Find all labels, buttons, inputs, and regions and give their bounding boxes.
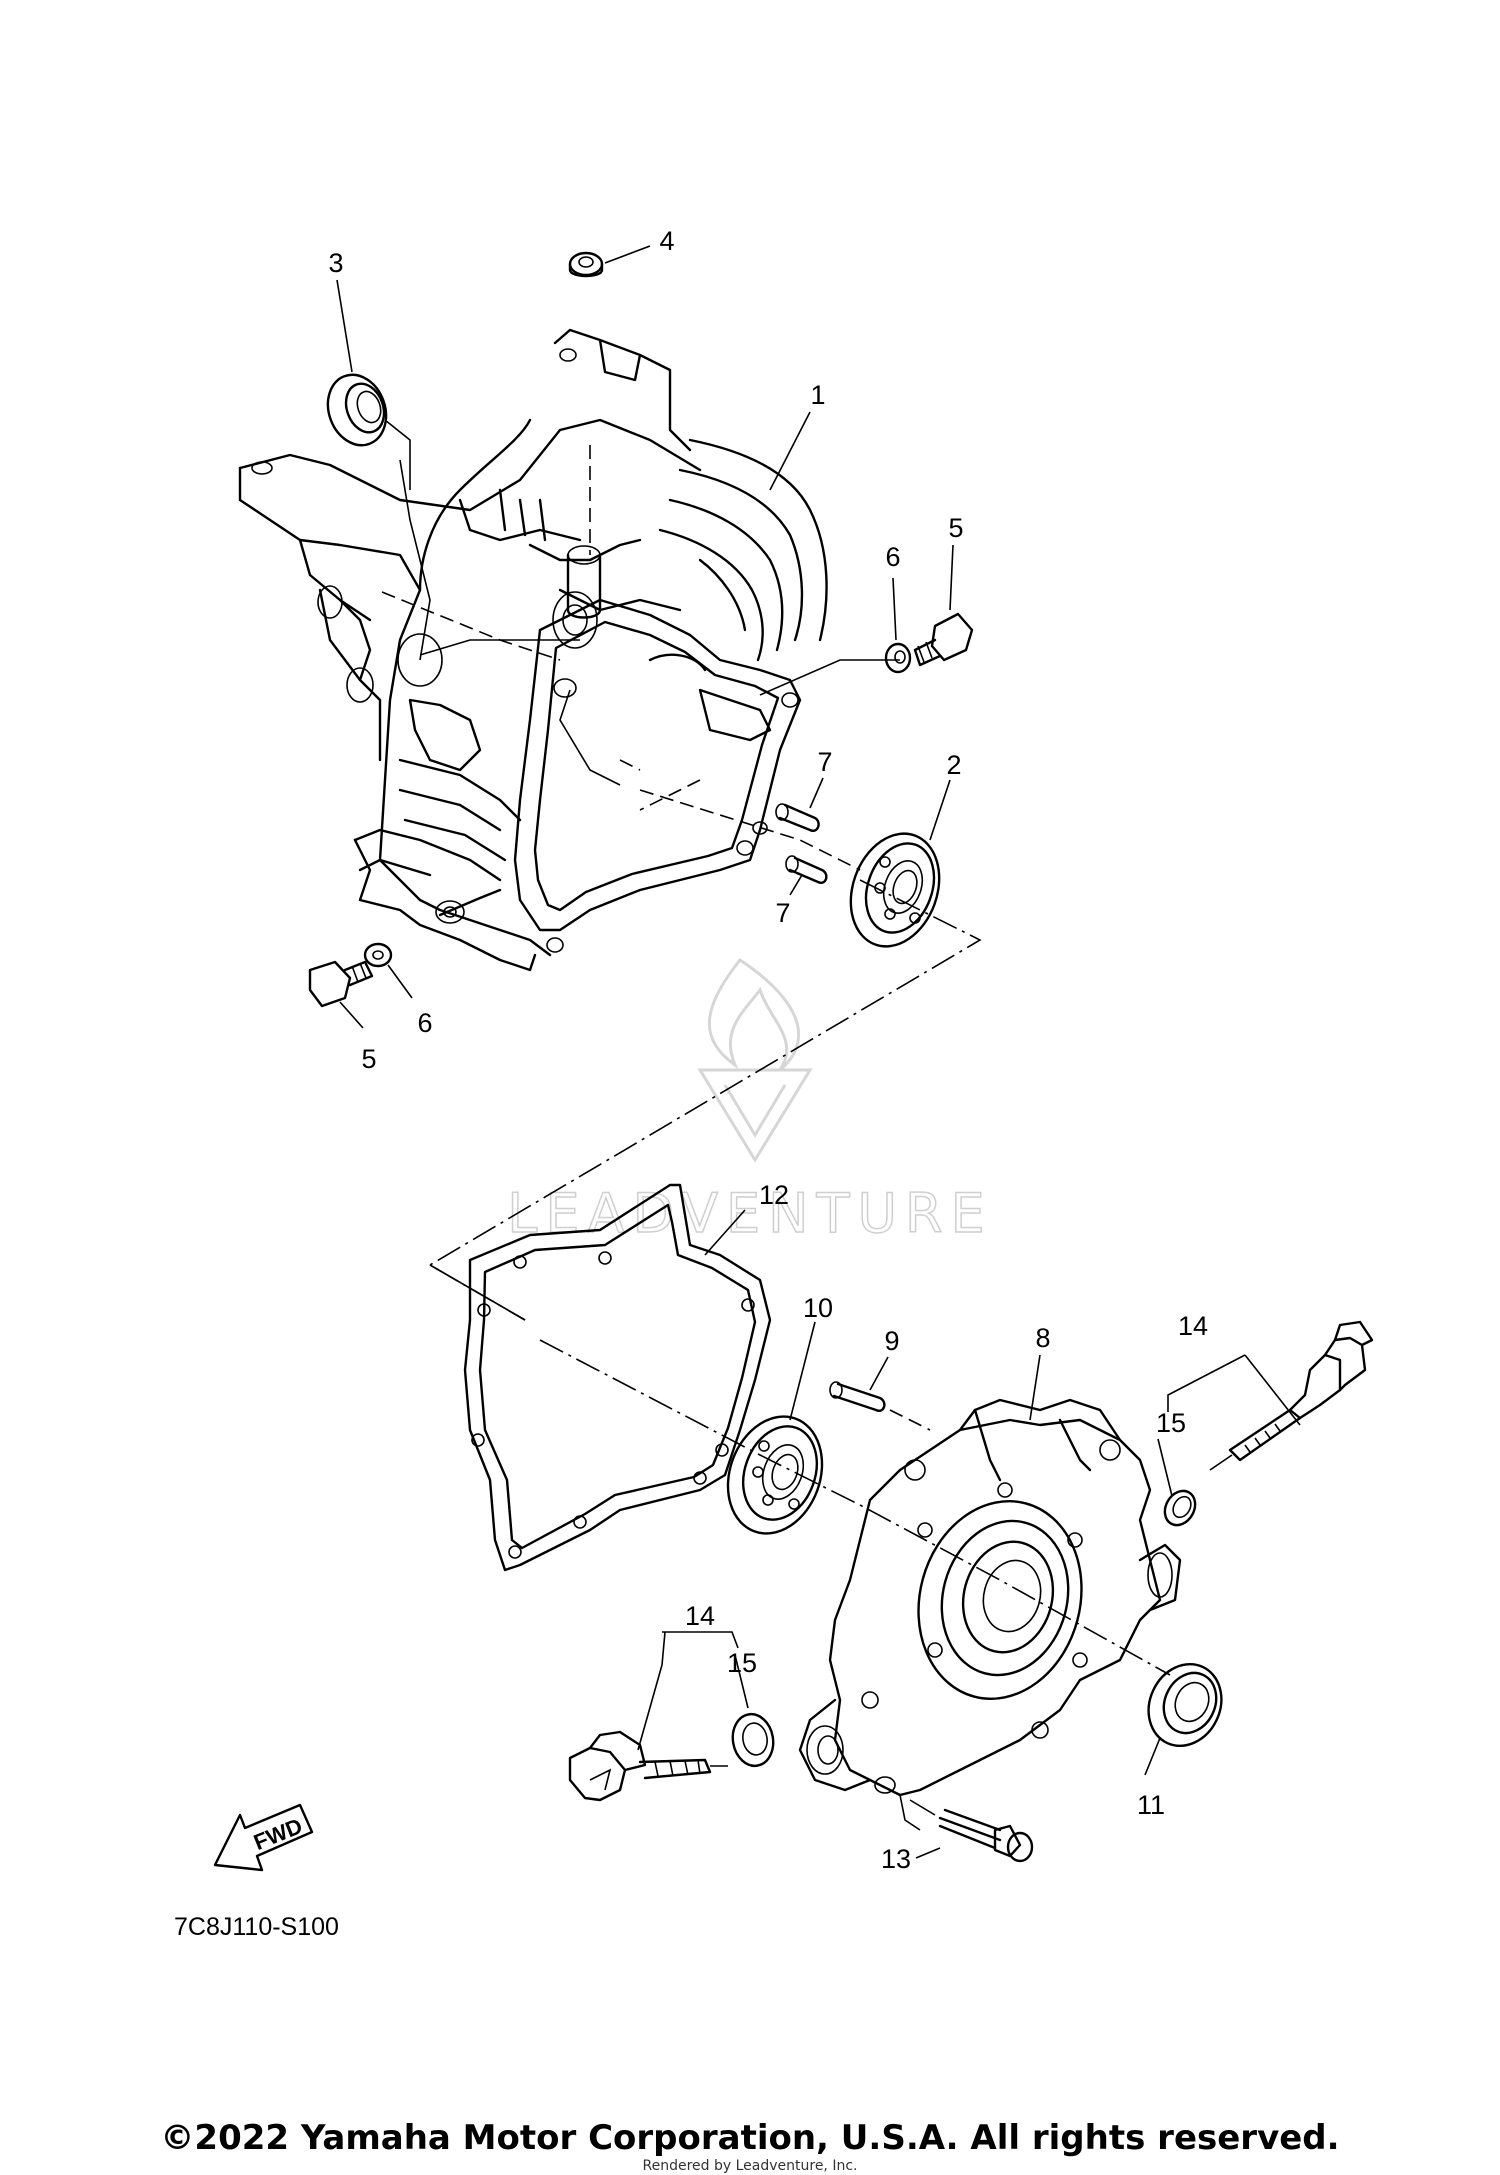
callout-1: 1 <box>810 380 825 410</box>
alignment-line-lower <box>539 1339 1171 1676</box>
callout-8: 8 <box>1035 1323 1050 1353</box>
washer-part-6-right <box>884 642 912 674</box>
callout-3: 3 <box>328 248 343 278</box>
watermark-text: LEADVENTURE <box>507 1182 992 1245</box>
dowel-pin-part-7-upper <box>775 803 820 832</box>
bolt-part-5-left <box>308 960 374 1008</box>
callout-7-lower: 7 <box>775 898 790 928</box>
crankcase-cover-part-8 <box>798 1398 1182 1831</box>
callout-7-upper: 7 <box>817 747 832 777</box>
callout-6-right: 6 <box>885 542 900 572</box>
callout-4: 4 <box>659 226 674 256</box>
bolt-part-13 <box>909 1799 1034 1863</box>
bearing-part-2 <box>849 832 941 948</box>
callout-14-left: 14 <box>685 1601 715 1631</box>
forward-direction-arrow: FWD <box>213 1803 314 1872</box>
leadventure-watermark: LEADVENTURE <box>507 957 992 1246</box>
callout-14-right: 14 <box>1178 1311 1208 1341</box>
diagram-code: 7C8J110-S100 <box>174 1913 339 1941</box>
bolt-part-5-right <box>913 612 974 667</box>
callout-12: 12 <box>759 1180 789 1210</box>
callout-10: 10 <box>803 1293 833 1323</box>
callout-5-left: 5 <box>361 1044 376 1074</box>
dowel-pin-part-7-lower <box>785 855 828 884</box>
oil-seal-part-3 <box>326 373 411 490</box>
callout-6-left: 6 <box>417 1008 432 1038</box>
callout-5-right: 5 <box>948 513 963 543</box>
fwd-label: FWD <box>250 1813 306 1855</box>
callout-15-left: 15 <box>727 1648 757 1678</box>
bearing-part-10 <box>726 1415 824 1535</box>
washer-part-6-left <box>363 942 393 968</box>
callout-13: 13 <box>881 1844 911 1874</box>
callout-9: 9 <box>884 1326 899 1356</box>
copyright-notice: ©2022 Yamaha Motor Corporation, U.S.A. A… <box>160 2118 1340 2158</box>
callout-labels: 1 2 3 4 5 5 6 6 7 7 8 9 10 11 12 13 14 1… <box>328 226 1208 1874</box>
callout-2: 2 <box>946 750 961 780</box>
gasket-part-12 <box>429 1183 772 1572</box>
oil-seal-part-11 <box>1147 1662 1223 1748</box>
callout-leader-lines <box>336 245 1301 1859</box>
washer-part-4 <box>568 251 604 278</box>
dowel-pin-part-9 <box>829 1381 931 1431</box>
o-ring-part-15-left <box>731 1712 775 1768</box>
dipstick-part-14-left <box>568 1730 728 1802</box>
o-ring-part-15-right <box>1163 1489 1197 1527</box>
rendered-by-note: Rendered by Leadventure, Inc. <box>642 2158 858 2174</box>
crankcase-part <box>238 328 900 972</box>
dipstick-part-14-right <box>1209 1320 1374 1471</box>
callout-15-right: 15 <box>1156 1408 1186 1438</box>
callout-11: 11 <box>1137 1790 1165 1820</box>
